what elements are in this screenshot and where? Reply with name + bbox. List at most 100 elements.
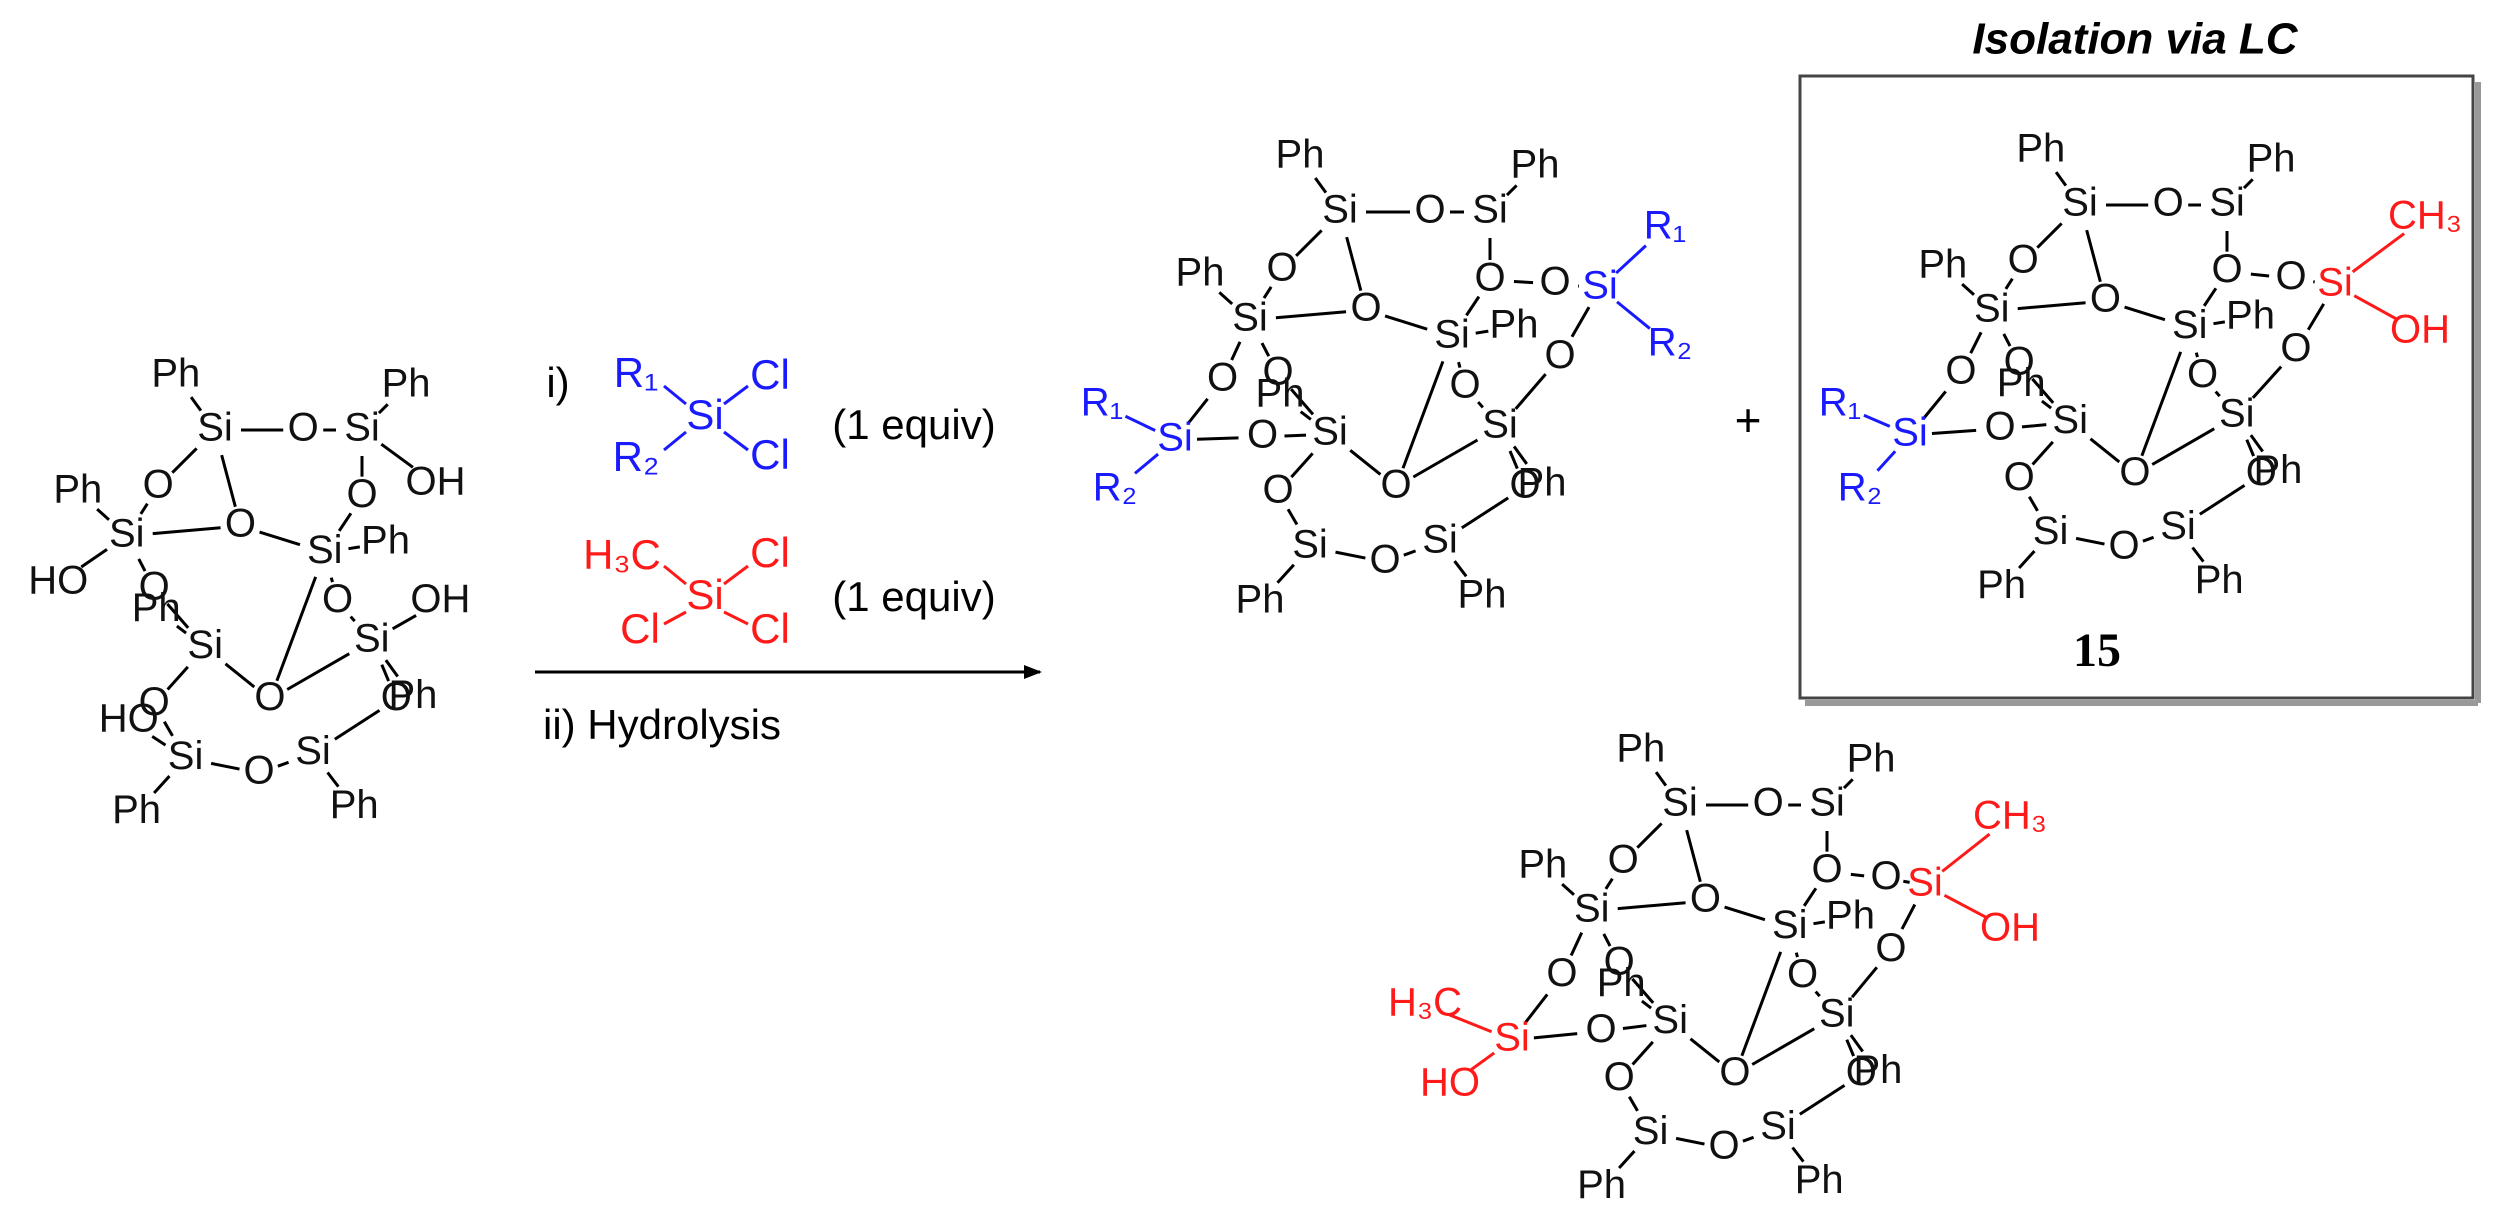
cap-oxygen: O	[1539, 260, 1570, 304]
o-right-upper-atom: O	[1811, 847, 1842, 891]
cage-bond	[166, 602, 190, 629]
ph-bond	[377, 403, 389, 415]
si-left-atom: Si	[1232, 296, 1268, 340]
cage-bond	[1631, 977, 1655, 1004]
si-center-atom: Si	[307, 528, 343, 572]
ph-bond	[2242, 178, 2254, 190]
phenyl-label: Ph	[2195, 558, 2244, 602]
cage-bond	[1262, 286, 1273, 299]
phenyl-label: Ph	[1176, 251, 1225, 295]
cage-bond	[1751, 1027, 1816, 1066]
cap-substituent: R₁	[1081, 381, 1123, 425]
si-top-right-atom: Si	[344, 406, 380, 450]
ph-bond	[96, 508, 110, 521]
cap-substituent-bond	[1616, 300, 1651, 330]
o-right-lower-atom: O	[2246, 450, 2277, 494]
cap-silicon: Si	[1157, 416, 1193, 460]
o-left-mid-atom: O	[1262, 350, 1293, 394]
cage-bond	[1461, 496, 1510, 530]
reagent1-bond	[663, 384, 687, 406]
oh-bond	[151, 735, 167, 747]
cap-bond	[1524, 993, 1549, 1024]
cap-bond	[1230, 341, 1242, 361]
cage-bond	[1628, 1095, 1639, 1112]
cage-bond	[1617, 901, 1686, 911]
cage-bond	[1636, 822, 1663, 849]
phenyl-label: Ph	[1490, 303, 1539, 347]
reagent2-h3c: H₃C	[583, 531, 661, 578]
cap-bond	[1922, 390, 1947, 419]
cage-bond	[380, 664, 390, 682]
o-left-upper-atom: O	[1608, 837, 1639, 881]
ph-bond	[2191, 546, 2205, 563]
cage-bond	[1724, 905, 1766, 922]
cap-substituent: CH₃	[2388, 194, 2462, 238]
cage-bond	[1286, 508, 1299, 526]
ph-bond	[1849, 1034, 1864, 1053]
cage-bond	[166, 665, 189, 691]
cage-bond	[275, 576, 318, 682]
phenyl-label: Ph	[2253, 448, 2302, 492]
cap-bond	[1850, 872, 1865, 878]
o-left-lower-atom: O	[139, 680, 170, 724]
o-bottom-atom: O	[1369, 538, 1400, 582]
cage-bond	[1685, 829, 1702, 883]
cage-bond	[1345, 236, 1363, 292]
reagent2-equiv: (1 equiv)	[832, 573, 995, 620]
o-bottom-atom: O	[1709, 1124, 1740, 1168]
phenyl-label: Ph	[1997, 361, 2046, 405]
cage-bond	[1403, 549, 1417, 557]
o-center-upper-atom: O	[225, 502, 256, 546]
cap-oxygen: O	[2275, 254, 2306, 298]
cage-bond	[1604, 877, 1614, 890]
cage-bond	[2214, 390, 2221, 398]
cage-bond	[2036, 222, 2063, 249]
si-top-left-atom: Si	[1662, 781, 1698, 825]
phenyl-label: Ph	[1918, 242, 1967, 286]
cap-silicon: Si	[2317, 261, 2353, 305]
cap-silicon: Si	[1892, 411, 1928, 455]
cage-bond	[2140, 351, 2183, 457]
o-left-mid-atom: O	[1604, 939, 1635, 983]
si-center-atom: Si	[1434, 313, 1470, 357]
cage-bond	[1335, 550, 1366, 560]
cage-bond	[337, 512, 353, 532]
ph-bond	[1561, 883, 1575, 896]
cage-bond	[2085, 229, 2102, 283]
ph-bond	[2017, 550, 2036, 569]
phenyl-label: Ph	[2016, 127, 2065, 171]
o-center-lower-atom: O	[2187, 352, 2218, 396]
o-left-upper-atom: O	[1266, 246, 1297, 290]
cage-bond	[286, 652, 351, 691]
cage-bond	[2075, 536, 2105, 546]
cage-bond	[1384, 314, 1428, 331]
cap-substituent-bond	[1941, 832, 1991, 873]
o-center-upper-atom: O	[1350, 286, 1381, 330]
cap-bond	[1931, 428, 1977, 435]
o-left-upper-atom: O	[143, 462, 174, 506]
o-bottom-atom: O	[2109, 524, 2140, 568]
reagent1-cl-bottom: Cl	[750, 431, 790, 478]
cage-bond	[2202, 287, 2218, 307]
cage-bond	[2194, 352, 2199, 358]
cap-oxygen: O	[1546, 951, 1577, 995]
cap-substituent-bond	[1863, 413, 1891, 428]
phenyl-label: Ph	[1577, 1163, 1626, 1207]
cage-bond	[2002, 333, 2012, 347]
cap-substituent-bond	[1615, 244, 1647, 275]
reagent1-bond	[723, 430, 749, 452]
cap-substituent-bond	[1943, 893, 1988, 920]
reagent1-bond	[663, 430, 687, 452]
phenyl-label: Ph	[1458, 573, 1507, 617]
cage-bond	[1477, 401, 1485, 409]
si-bottom-right-atom: Si	[2160, 504, 2196, 548]
cage-bond	[1799, 1084, 1846, 1116]
cap-bond	[1570, 306, 1591, 338]
o-center-lower-atom: O	[1449, 363, 1480, 407]
cage-bond	[1412, 438, 1479, 479]
o-left-mid-atom: O	[2004, 339, 2035, 383]
cage-bond	[2151, 427, 2216, 466]
ph-bond	[1276, 563, 1295, 584]
